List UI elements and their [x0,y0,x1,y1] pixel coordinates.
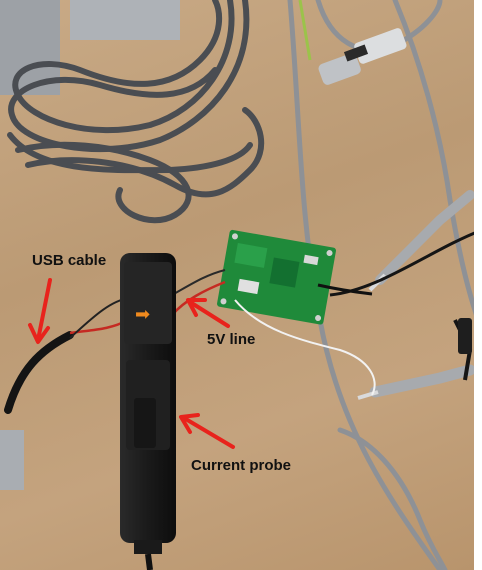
annotation-arrow-probe [179,413,235,449]
scope-probe-top [318,28,407,85]
usb-cable [4,331,74,414]
orange-arrow-icon: ➡ [135,304,151,325]
5v-line-label: 5V line [207,331,256,348]
current-probe [120,253,176,570]
coiled-cables [7,0,265,224]
image-border [474,0,482,570]
white-wire [234,299,376,396]
instrument-top [70,0,180,40]
usb-cable-label: USB cable [32,252,107,269]
gnd-wire [171,269,226,296]
black-wire [317,283,373,296]
annotation-arrow-usb [28,278,52,344]
green-lead [298,0,312,61]
pcb-board [217,229,336,325]
desk-object-left-bottom [0,430,24,490]
scope-probe-right-2 [357,318,476,400]
current-probe-label: Current probe [191,457,292,474]
annotation-arrow-5v [186,298,230,328]
